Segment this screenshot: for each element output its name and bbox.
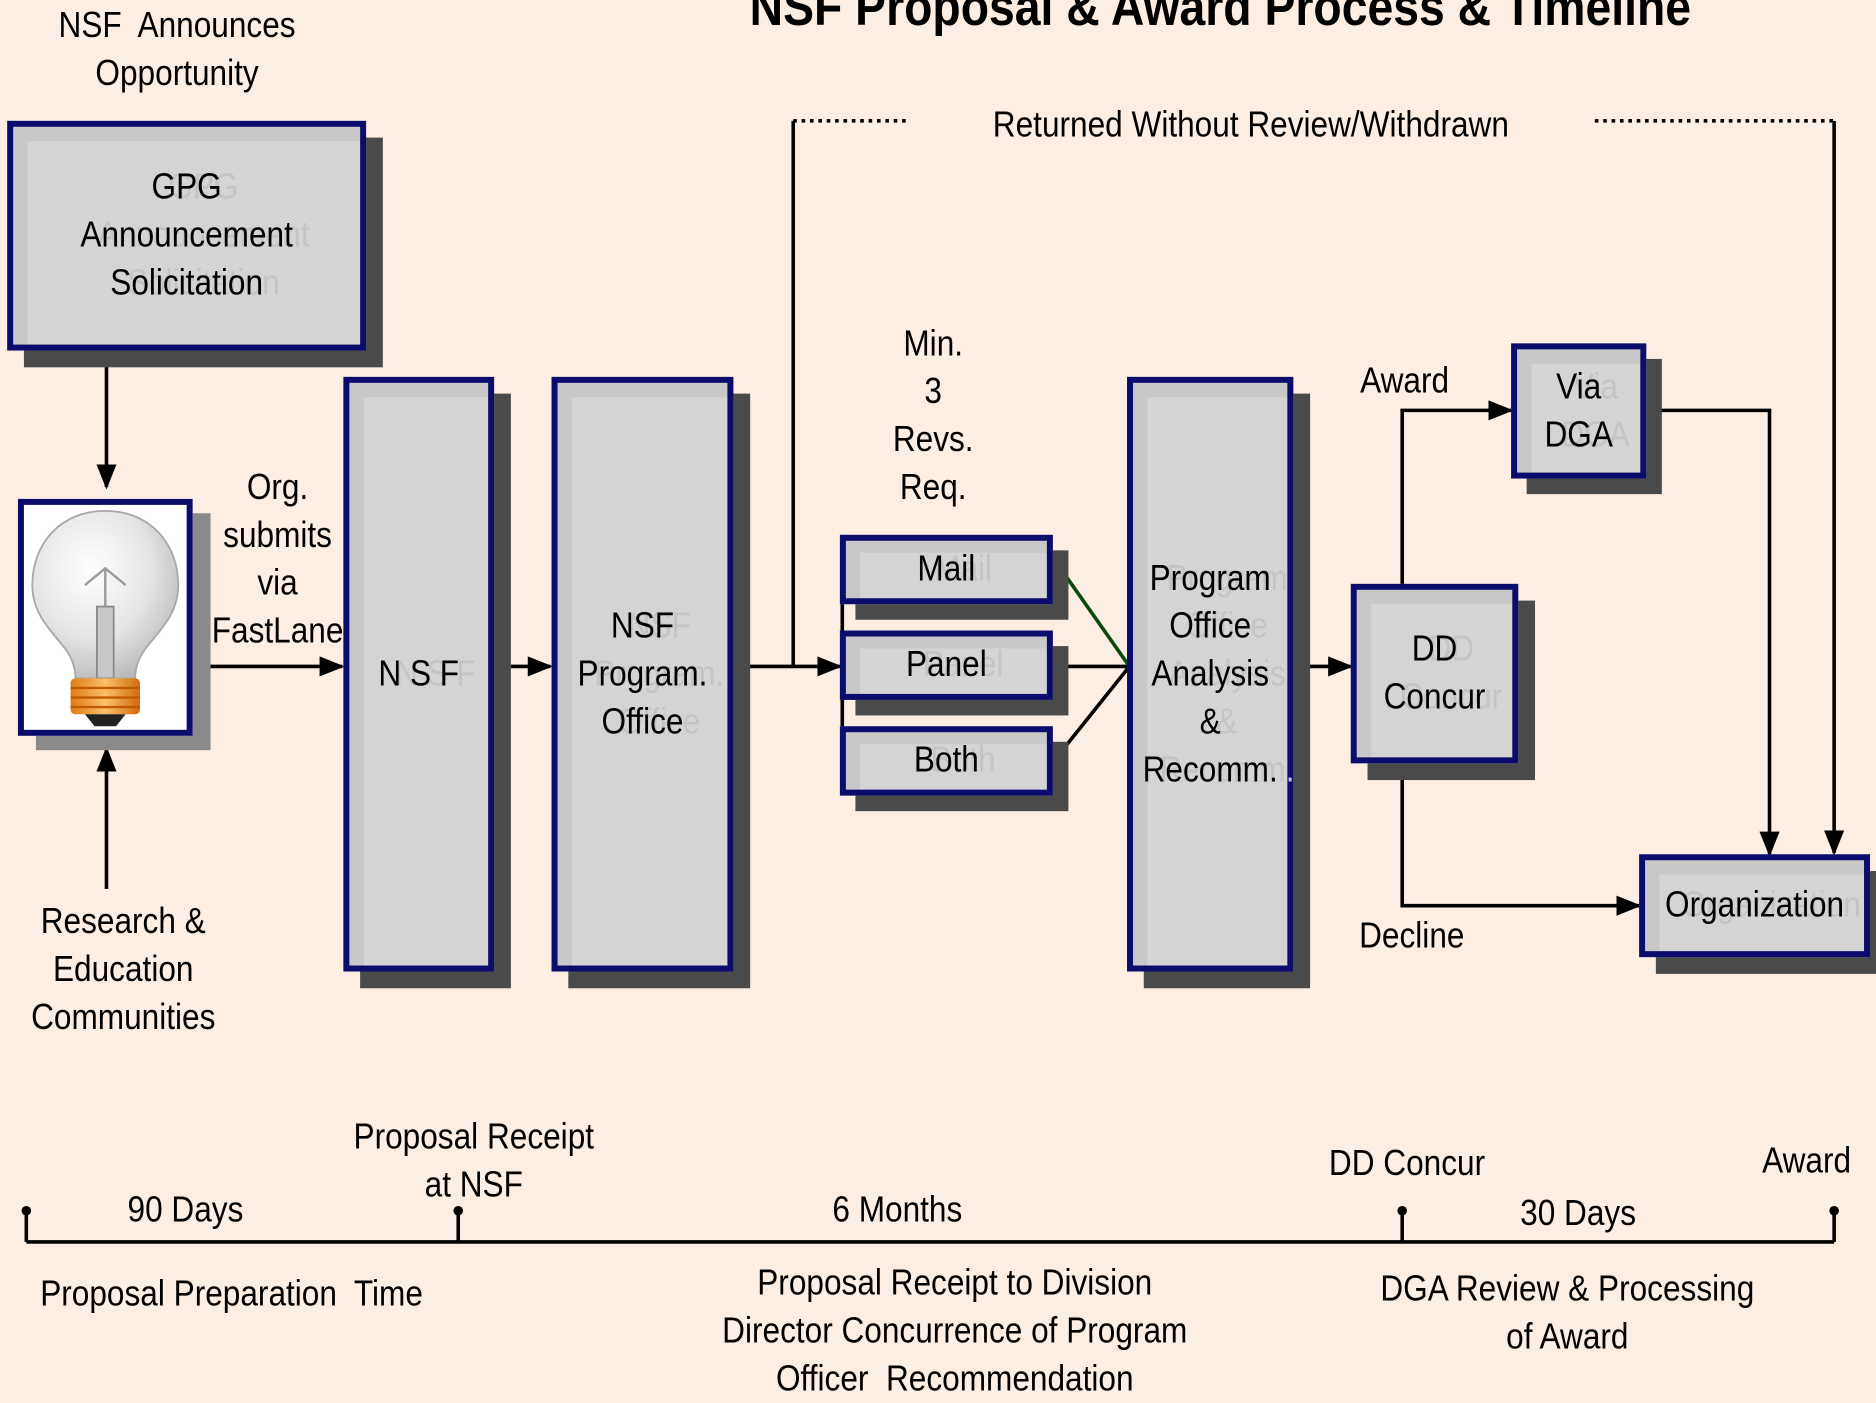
dd-concur-label: DD Concur [1383, 629, 1486, 717]
nsf-label: N S F [378, 653, 460, 694]
analysis-label: Program Office Analysis & Recomm. [1142, 558, 1278, 790]
nsf-box: N S F N S F [343, 376, 511, 989]
program-office-label: NSF Program. Office [577, 605, 708, 742]
timeline-seg3-description: DGA Review & Processing of Award [1380, 1269, 1755, 1357]
diagram-title: NSF Proposal & Award Process & Timeline [749, 0, 1692, 38]
communities-label: Research & Education Communities [31, 902, 216, 1038]
gpg-announcement-box: GPG Announcement Solicitation GPG Announ… [7, 120, 383, 368]
min-reviews-label: Min. 3 Revs. Req. [892, 324, 974, 508]
via-dga-label: Via DGA [1544, 366, 1613, 455]
gpg-ghost-text: GPG Announcement Solicitation [97, 167, 310, 303]
mail-label: Mail [917, 549, 976, 589]
timeline-seg2-duration: 6 Months [832, 1190, 963, 1230]
organization-label: Organization [1665, 885, 1845, 925]
timeline-dd-concur: DD Concur [1328, 1143, 1486, 1184]
timeline-proposal-receipt: Proposal Receipt at NSF [353, 1117, 595, 1205]
dd-concur-box: DD Concur DD Concur [1350, 583, 1536, 781]
light-bulb-icon [31, 509, 180, 727]
mail-ghost-text: Mail [934, 549, 993, 589]
analysis-ghost-text: Program Office Analysis & Recomm. [1159, 558, 1295, 790]
gpg-label: GPG Announcement Solicitation [80, 167, 293, 303]
idea-box [17, 498, 211, 751]
panel-ghost-text: Panel [922, 644, 1004, 685]
mail-box: Mail Mail [839, 534, 1069, 620]
announces-label: NSF Announces Opportunity [58, 5, 296, 94]
award-branch-label: Award [1360, 361, 1450, 401]
decline-label: Decline [1359, 916, 1465, 956]
dd-concur-ghost-text: DD Concur [1400, 629, 1503, 717]
both-label: Both [913, 740, 979, 781]
nsf-ghost-text: N S F [395, 653, 476, 694]
timeline-seg1-duration: 90 Days [127, 1190, 244, 1230]
via-dga-box: Via DGA Via DGA [1511, 343, 1662, 495]
both-box: Both Both [839, 726, 1069, 812]
program-office-box: NSF Program. Office NSF Program. Office [551, 376, 751, 989]
organization-ghost-text: Organization [1681, 885, 1861, 925]
returned-label: Returned Without Review/Withdrawn [992, 105, 1509, 145]
analysis-box: Program Office Analysis & Recomm. Progra… [1127, 376, 1311, 989]
panel-box: Panel Panel [839, 630, 1069, 716]
submits-label: Org. submits via FastLane [211, 467, 344, 651]
organization-box: Organization Organization [1639, 854, 1876, 974]
via-dga-ghost-text: Via DGA [1561, 366, 1630, 455]
timeline-award: Award [1762, 1141, 1852, 1181]
timeline-seg3-duration: 30 Days [1520, 1194, 1637, 1234]
timeline-seg2-description: Proposal Receipt to Division Director Co… [722, 1263, 1188, 1399]
program-office-ghost-text: NSF Program. Office [594, 605, 725, 742]
both-ghost-text: Both [930, 740, 996, 781]
panel-label: Panel [905, 644, 987, 685]
timeline-seg1-description: Proposal Preparation Time [40, 1274, 423, 1314]
